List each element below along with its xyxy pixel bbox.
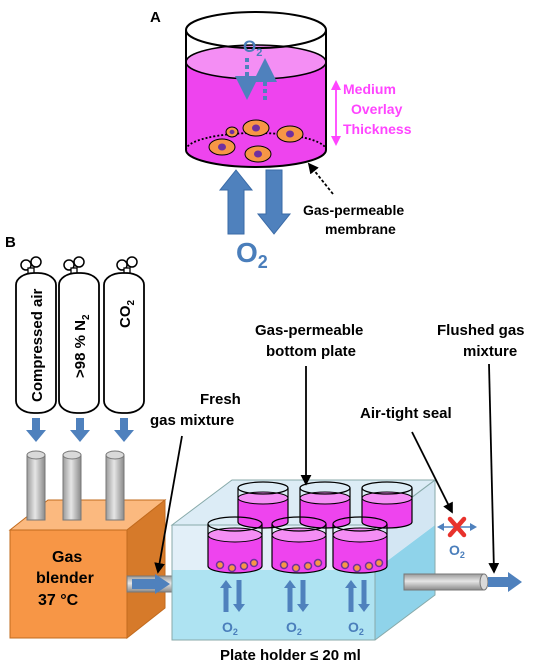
flow-arrow bbox=[114, 418, 134, 442]
well bbox=[271, 516, 327, 574]
flow-arrow bbox=[70, 418, 90, 442]
o2-label-well-1: O2 bbox=[222, 619, 238, 637]
flushed-label-1: Flushed gas bbox=[437, 322, 525, 339]
panel-b: B Compressed air >98 % N2 bbox=[5, 234, 525, 664]
cylinder-co2-label: CO2 bbox=[117, 300, 137, 329]
medium-label-3: Thickness bbox=[343, 121, 412, 137]
regulator-icon bbox=[116, 256, 138, 275]
well bbox=[207, 516, 263, 574]
o2-influx-up-arrow bbox=[218, 169, 254, 235]
fresh-label-1: Fresh bbox=[200, 391, 241, 408]
blender-label-2: blender bbox=[36, 570, 94, 587]
flushed-pointer bbox=[488, 363, 500, 574]
flushed-label-2: mixture bbox=[463, 343, 517, 360]
inlet-arrow bbox=[132, 574, 170, 594]
cell bbox=[242, 119, 270, 137]
blender-label-3: 37 °C bbox=[38, 592, 79, 609]
cylinder-air-label: Compressed air bbox=[29, 288, 46, 402]
well bbox=[361, 481, 413, 529]
panel-b-letter: B bbox=[5, 234, 16, 251]
pipe-icon bbox=[62, 450, 82, 521]
medium-label-2: Overlay bbox=[351, 101, 403, 117]
o2-exchange-arrows bbox=[220, 580, 370, 612]
cylinder-n2-label: >98 % N2 bbox=[72, 314, 92, 378]
o2-label-well-3: O2 bbox=[348, 619, 364, 637]
outlet-arrow bbox=[488, 572, 522, 592]
holder-label: Plate holder ≤ 20 ml bbox=[220, 647, 361, 664]
o2-label-bottom: O2 bbox=[236, 237, 268, 272]
flow-arrow bbox=[26, 418, 46, 442]
o2-label-top: O2 bbox=[243, 37, 262, 59]
seal-pointer bbox=[411, 431, 453, 514]
blender-label-1: Gas bbox=[52, 549, 82, 566]
o2-efflux-down-arrow bbox=[256, 169, 292, 235]
o2-label-seal: O2 bbox=[449, 542, 465, 560]
membrane-pointer bbox=[307, 162, 334, 195]
pipe-icon bbox=[403, 573, 489, 591]
cross-mark-icon bbox=[447, 516, 467, 538]
seal-label: Air-tight seal bbox=[360, 405, 452, 422]
well bbox=[332, 516, 388, 574]
panel-a-letter: A bbox=[150, 9, 161, 26]
gas-cylinder-icon: CO2 bbox=[103, 256, 145, 414]
culture-well bbox=[185, 11, 327, 168]
fresh-label-2: gas mixture bbox=[150, 412, 234, 429]
plate-holder: O2 O2 O2 bbox=[170, 479, 437, 641]
gas-cylinder-icon: >98 % N2 bbox=[58, 256, 100, 414]
well bbox=[299, 481, 351, 529]
cell bbox=[244, 145, 272, 163]
regulator-icon bbox=[63, 256, 85, 275]
plate-label-1: Gas-permeable bbox=[255, 322, 363, 339]
membrane-label-2: membrane bbox=[325, 221, 396, 237]
regulator-icon bbox=[20, 256, 42, 275]
cell bbox=[276, 125, 304, 143]
pipe-icon bbox=[105, 450, 125, 521]
gas-cylinder-icon: Compressed air bbox=[15, 256, 57, 414]
cell bbox=[208, 138, 236, 156]
o2-label-well-2: O2 bbox=[286, 619, 302, 637]
cell bbox=[225, 126, 239, 138]
fresh-pointer bbox=[154, 435, 183, 574]
panel-a: A O2 Medium Overlay bbox=[150, 9, 412, 272]
medium-label-1: Medium bbox=[343, 81, 396, 97]
gas-blender: Gas blender 37 °C bbox=[8, 450, 167, 640]
pipe-icon bbox=[26, 450, 46, 521]
plate-label-2: bottom plate bbox=[266, 343, 356, 360]
membrane-label-1: Gas-permeable bbox=[303, 202, 404, 218]
